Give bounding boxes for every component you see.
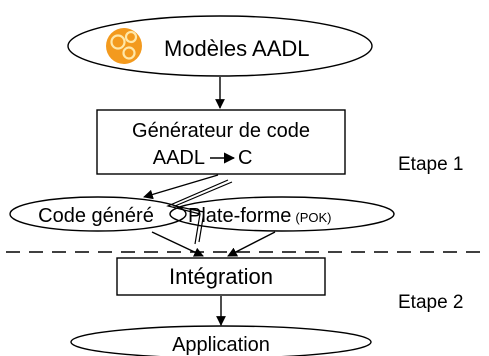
- arrow-platform-to-integration: [227, 231, 276, 257]
- platform-sub: (POK): [295, 210, 331, 225]
- integration-box: [116, 257, 326, 296]
- code-generator-label: Générateur de code: [132, 120, 310, 142]
- generated-code-label: Code généré: [38, 205, 154, 227]
- platform-ellipse: [169, 196, 395, 232]
- step-2-label: Etape 2: [398, 292, 464, 313]
- aadl-logo-icon: [106, 28, 142, 64]
- platform-label: Plate-forme (POK): [188, 205, 332, 227]
- coupling-line-double: [172, 181, 233, 243]
- integration-label: Intégration: [169, 264, 273, 289]
- aadl-models-label: Modèles AADL: [164, 36, 310, 61]
- aadl-models-ellipse: [67, 15, 373, 77]
- code-generator-box: [96, 109, 346, 175]
- platform-name: Plate-forme: [188, 205, 291, 227]
- arrow-generator-to-code: [143, 174, 219, 200]
- application-node: Application: [70, 325, 372, 356]
- code-generator-target: C: [238, 147, 252, 169]
- code-generator-source: AADL: [153, 147, 205, 169]
- coupling-line: [166, 179, 229, 245]
- generated-code-node: Code généré: [9, 196, 187, 232]
- integration-node: Intégration: [116, 257, 326, 296]
- application-ellipse: [70, 325, 372, 356]
- code-generator-node: Générateur de code AADL C: [96, 109, 346, 175]
- platform-node: Plate-forme (POK): [169, 196, 395, 232]
- generated-code-ellipse: [9, 196, 187, 232]
- aadl-models-node: Modèles AADL: [67, 15, 373, 77]
- step-1-label: Etape 1: [398, 154, 464, 175]
- application-label: Application: [172, 334, 270, 356]
